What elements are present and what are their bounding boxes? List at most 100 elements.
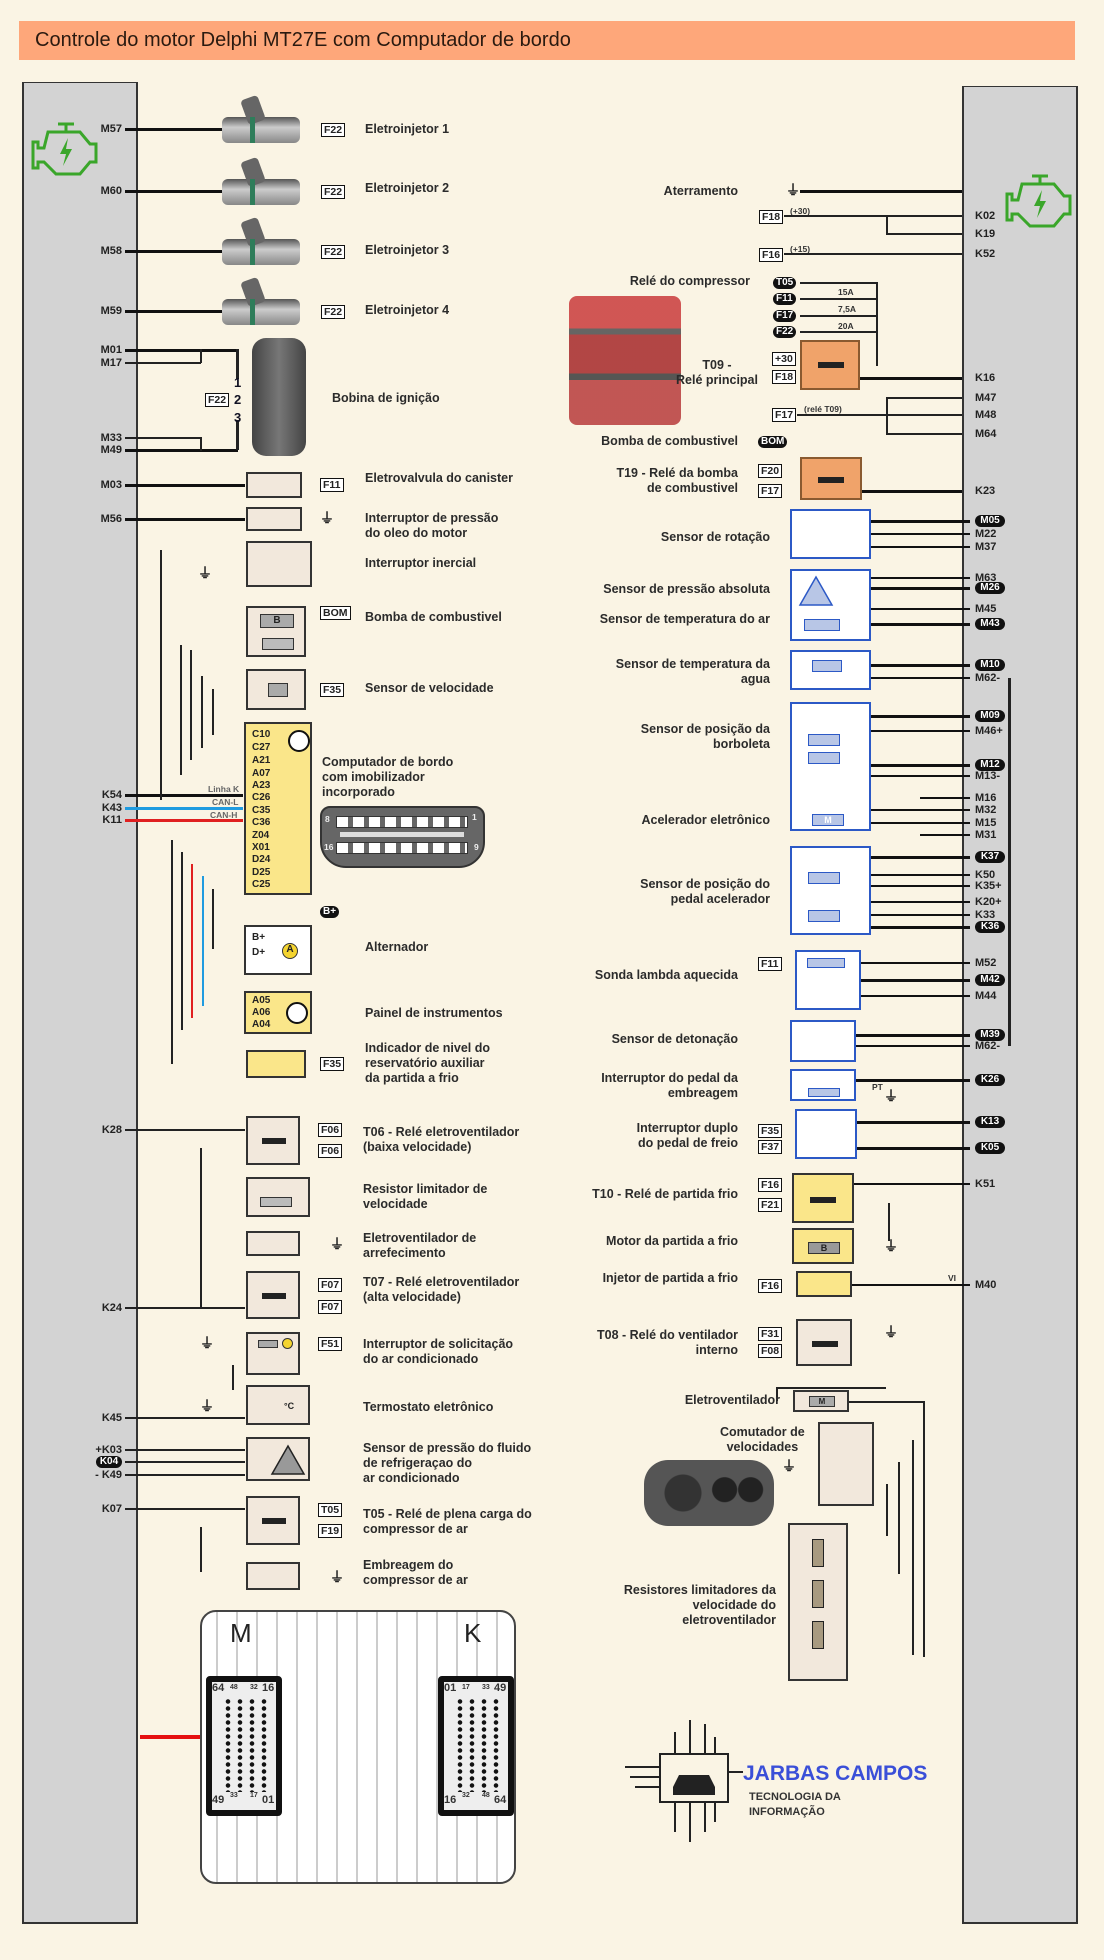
hvac-control-panel-image (644, 1460, 774, 1526)
fuse-box-image (569, 296, 681, 425)
pin-right: M48 (975, 409, 997, 421)
label-ground: Aterramento (663, 184, 738, 198)
ground-icon: ⏚ (200, 1335, 214, 1351)
map-iat-sensor-box (790, 569, 871, 641)
rpm-sensor-box (790, 509, 871, 559)
fuse-tag: F11 (320, 478, 344, 492)
pin-right: M26 (975, 582, 1005, 594)
motor-symbol: M (809, 1396, 835, 1407)
label-iat-sensor: Sensor de temperatura do ar (599, 612, 770, 626)
fuse-tag: F06 (318, 1123, 343, 1137)
label-cold-start-injector: Injetor de partida a frio (602, 1271, 738, 1285)
wire (862, 490, 962, 493)
computer-pin: D25 (252, 867, 271, 878)
wire (125, 449, 238, 452)
ecu-link-wire (140, 1735, 200, 1739)
pin-right: M32 (975, 804, 997, 816)
wire (125, 349, 238, 352)
wire (871, 885, 970, 887)
cold-start-injector-box (796, 1271, 852, 1297)
label-speed-resistor: Resistor limitador de velocidade (363, 1182, 488, 1211)
computer-pin: A07 (252, 768, 271, 779)
wire (849, 1401, 925, 1403)
label-electronic-throttle: Acelerador eletrônico (641, 813, 770, 827)
relay-t06 (246, 1116, 300, 1165)
wire (871, 664, 970, 667)
wire (125, 250, 225, 253)
wire (171, 840, 173, 1064)
pin-right: M13- (975, 770, 1001, 782)
wire (200, 1527, 202, 1572)
wire (871, 608, 970, 610)
ecu-pin-label: 17 (250, 1792, 258, 1799)
wire (886, 397, 962, 399)
label-rpm-sensor: Sensor de rotação (660, 530, 770, 544)
jarbas-campos-logo: JARBAS CAMPOS TECNOLOGIA DA INFORMAÇÃO (615, 1712, 927, 1850)
electronic-thermostat-box: °C (246, 1385, 310, 1425)
panel-pin: A05 (252, 995, 271, 1006)
label-pedal-sensor: Sensor de posição do pedal acelerador (640, 877, 770, 906)
computer-pin: X01 (252, 842, 270, 853)
computer-pin: Z04 (252, 830, 270, 841)
pin-K49: - K49 (95, 1469, 122, 1481)
wire (125, 1508, 245, 1510)
pin-right: M52 (975, 957, 997, 969)
pump-symbol: B (260, 614, 294, 628)
logo-subtitle: TECNOLOGIA DA INFORMAÇÃO (749, 1791, 841, 1818)
label-cold-start-motor: Motor da partida a frio (606, 1234, 738, 1248)
computer-pin: C27 (252, 742, 271, 753)
wire (912, 1440, 914, 1655)
label-cooling-fan: Eletroventilador de arrefecimento (363, 1231, 477, 1260)
pin-right: M62- (975, 672, 1001, 684)
label-fuel-pump-right: Bomba de combustivel (601, 434, 738, 448)
pin-right: K05 (975, 1142, 1005, 1154)
fuse-pill: F22 (773, 326, 797, 338)
level-indicator-box (246, 1050, 306, 1078)
fuse-tag: F16 (759, 248, 784, 262)
pin-right: M46+ (975, 725, 1003, 737)
fuse-tag: F35 (320, 683, 345, 697)
wire (886, 215, 888, 234)
fuse-tag: F51 (318, 1337, 343, 1351)
ecu-k-label: K (464, 1618, 482, 1648)
fuse-rating: 15A (838, 287, 854, 297)
wire-ground (800, 190, 962, 193)
label-t10: T10 - Relé de partida frio (592, 1187, 738, 1201)
ecu-pin-dots (454, 1698, 502, 1792)
ignition-coil-image (252, 338, 306, 456)
wire (860, 377, 962, 380)
wire (888, 1203, 890, 1241)
label-fan-resistors: Resistores limitadores da velocidade do … (623, 1583, 776, 1627)
wire (857, 1121, 970, 1124)
pin-right: K52 (975, 248, 996, 260)
ground-icon: ⏚ (198, 565, 212, 581)
wire (236, 349, 239, 379)
wire-can-l (125, 807, 243, 810)
note: (relé T09) (804, 404, 842, 414)
inertial-switch-box (246, 541, 312, 587)
ecu-pin-label: 33 (230, 1792, 238, 1799)
wire (871, 546, 970, 548)
ecu-pin-label: 49 (494, 1682, 507, 1694)
fuse-pill: F11 (773, 293, 796, 305)
ground-icon: ⏚ (330, 1236, 344, 1252)
wire (871, 926, 970, 929)
wire (871, 874, 970, 876)
pin-right: K37 (975, 851, 1005, 863)
wire (236, 420, 239, 450)
wire (797, 414, 962, 416)
label-injector-1: Eletroinjetor 1 (365, 122, 450, 136)
label-alternator: Alternador (365, 940, 429, 954)
wire (854, 1183, 970, 1185)
panel-pin: A06 (252, 1007, 271, 1018)
alternator-box: B+ D+ A (244, 925, 312, 975)
label-fuel-pump: Bomba de combustivel (365, 610, 502, 624)
pin-right: M64 (975, 428, 997, 440)
wire (125, 1474, 245, 1476)
fuse-tag: F22 (321, 245, 346, 259)
pin-right: M43 (975, 618, 1005, 630)
injector-4-image (222, 299, 300, 325)
ecu-pin-label: 48 (230, 1684, 238, 1691)
wire-can-l (202, 876, 204, 1006)
speed-selector-box (818, 1422, 874, 1506)
